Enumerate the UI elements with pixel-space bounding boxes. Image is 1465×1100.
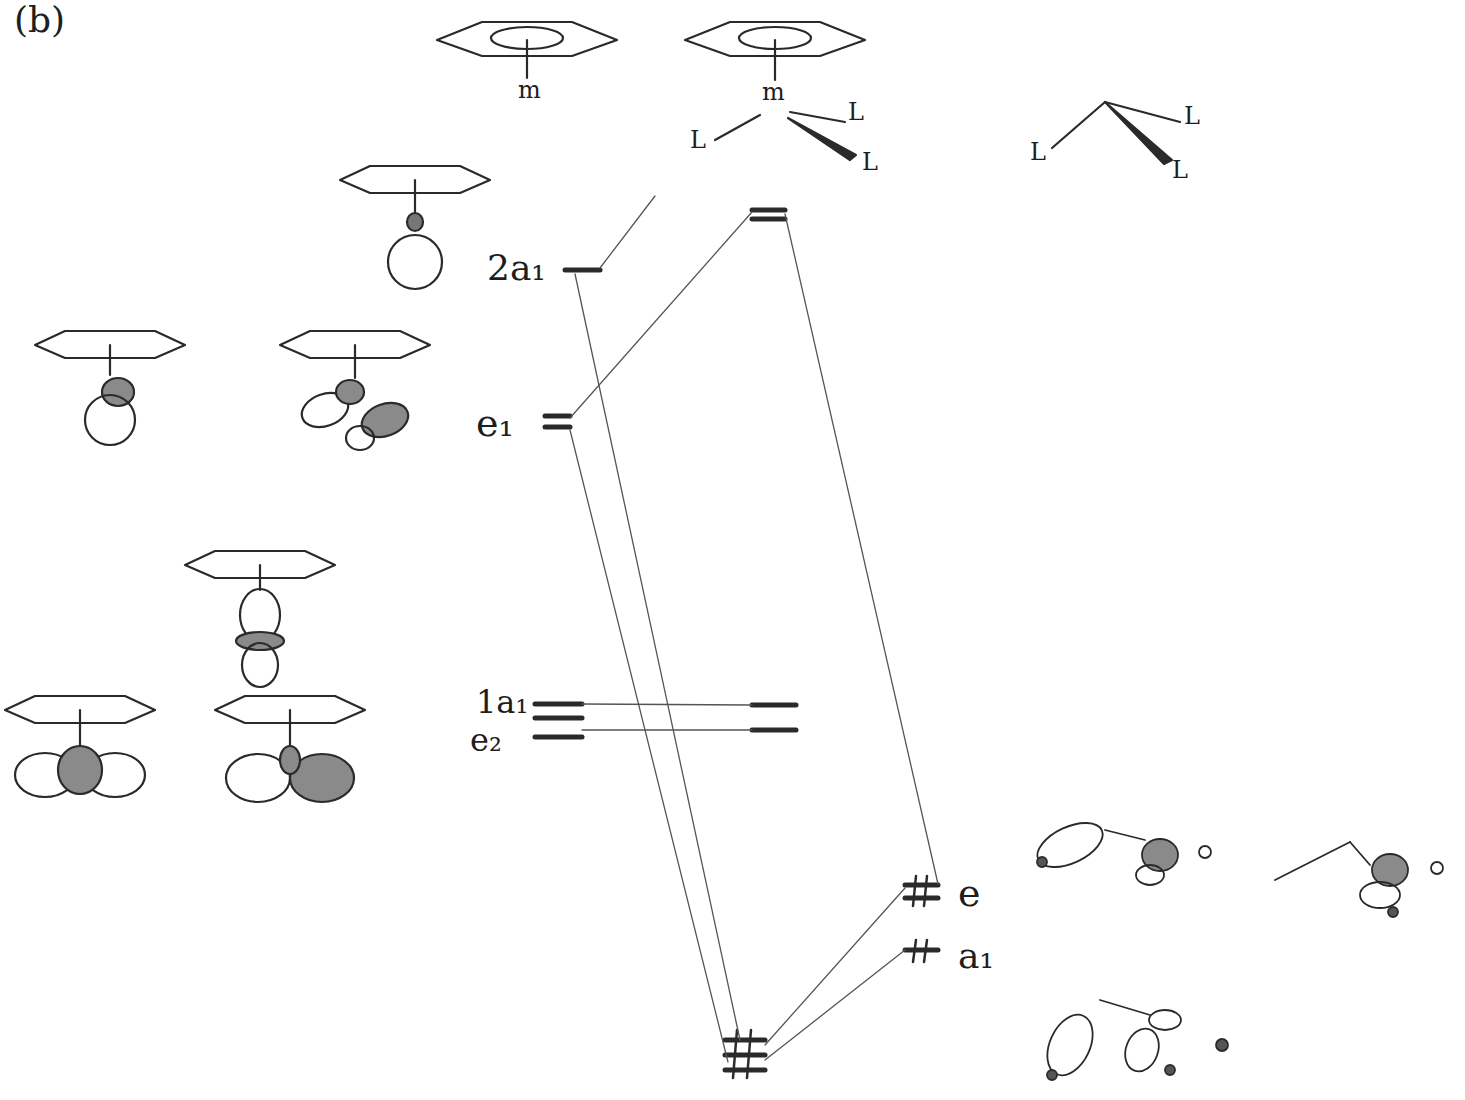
ligand-symbol: L	[848, 100, 864, 124]
orbital-label: 2a₁	[487, 250, 546, 286]
ml3-orbital-sketch	[1031, 814, 1443, 1083]
ligand-symbol: L	[1172, 158, 1188, 182]
metal-symbol: m	[518, 78, 541, 102]
orbital-label: e₂	[470, 724, 502, 756]
orbital-sketch-1a1	[185, 551, 335, 687]
orbital-label: a₁	[958, 938, 994, 974]
correlation-lines	[570, 196, 938, 1062]
arene-metal-fragment	[437, 22, 617, 78]
ml3-fragment	[1052, 102, 1180, 164]
orbital-sketch-e2	[5, 696, 365, 802]
orbital-sketch-e1	[35, 331, 430, 450]
ligand-symbol: L	[1184, 104, 1200, 128]
metal-symbol: m	[762, 80, 785, 104]
arene-ml3-complex	[685, 22, 865, 160]
energy-levels	[535, 210, 938, 1070]
orbital-label: 1a₁	[476, 686, 528, 718]
electron-marks	[733, 876, 927, 1078]
orbital-sketch-2a1	[340, 166, 490, 289]
panel-letter: (b)	[14, 2, 65, 38]
orbital-label: e₁	[476, 404, 514, 442]
orbital-label: e	[958, 874, 981, 912]
ligand-symbol: L	[1030, 140, 1046, 164]
ligand-symbol: L	[690, 128, 706, 152]
ligand-symbol: L	[862, 150, 878, 174]
